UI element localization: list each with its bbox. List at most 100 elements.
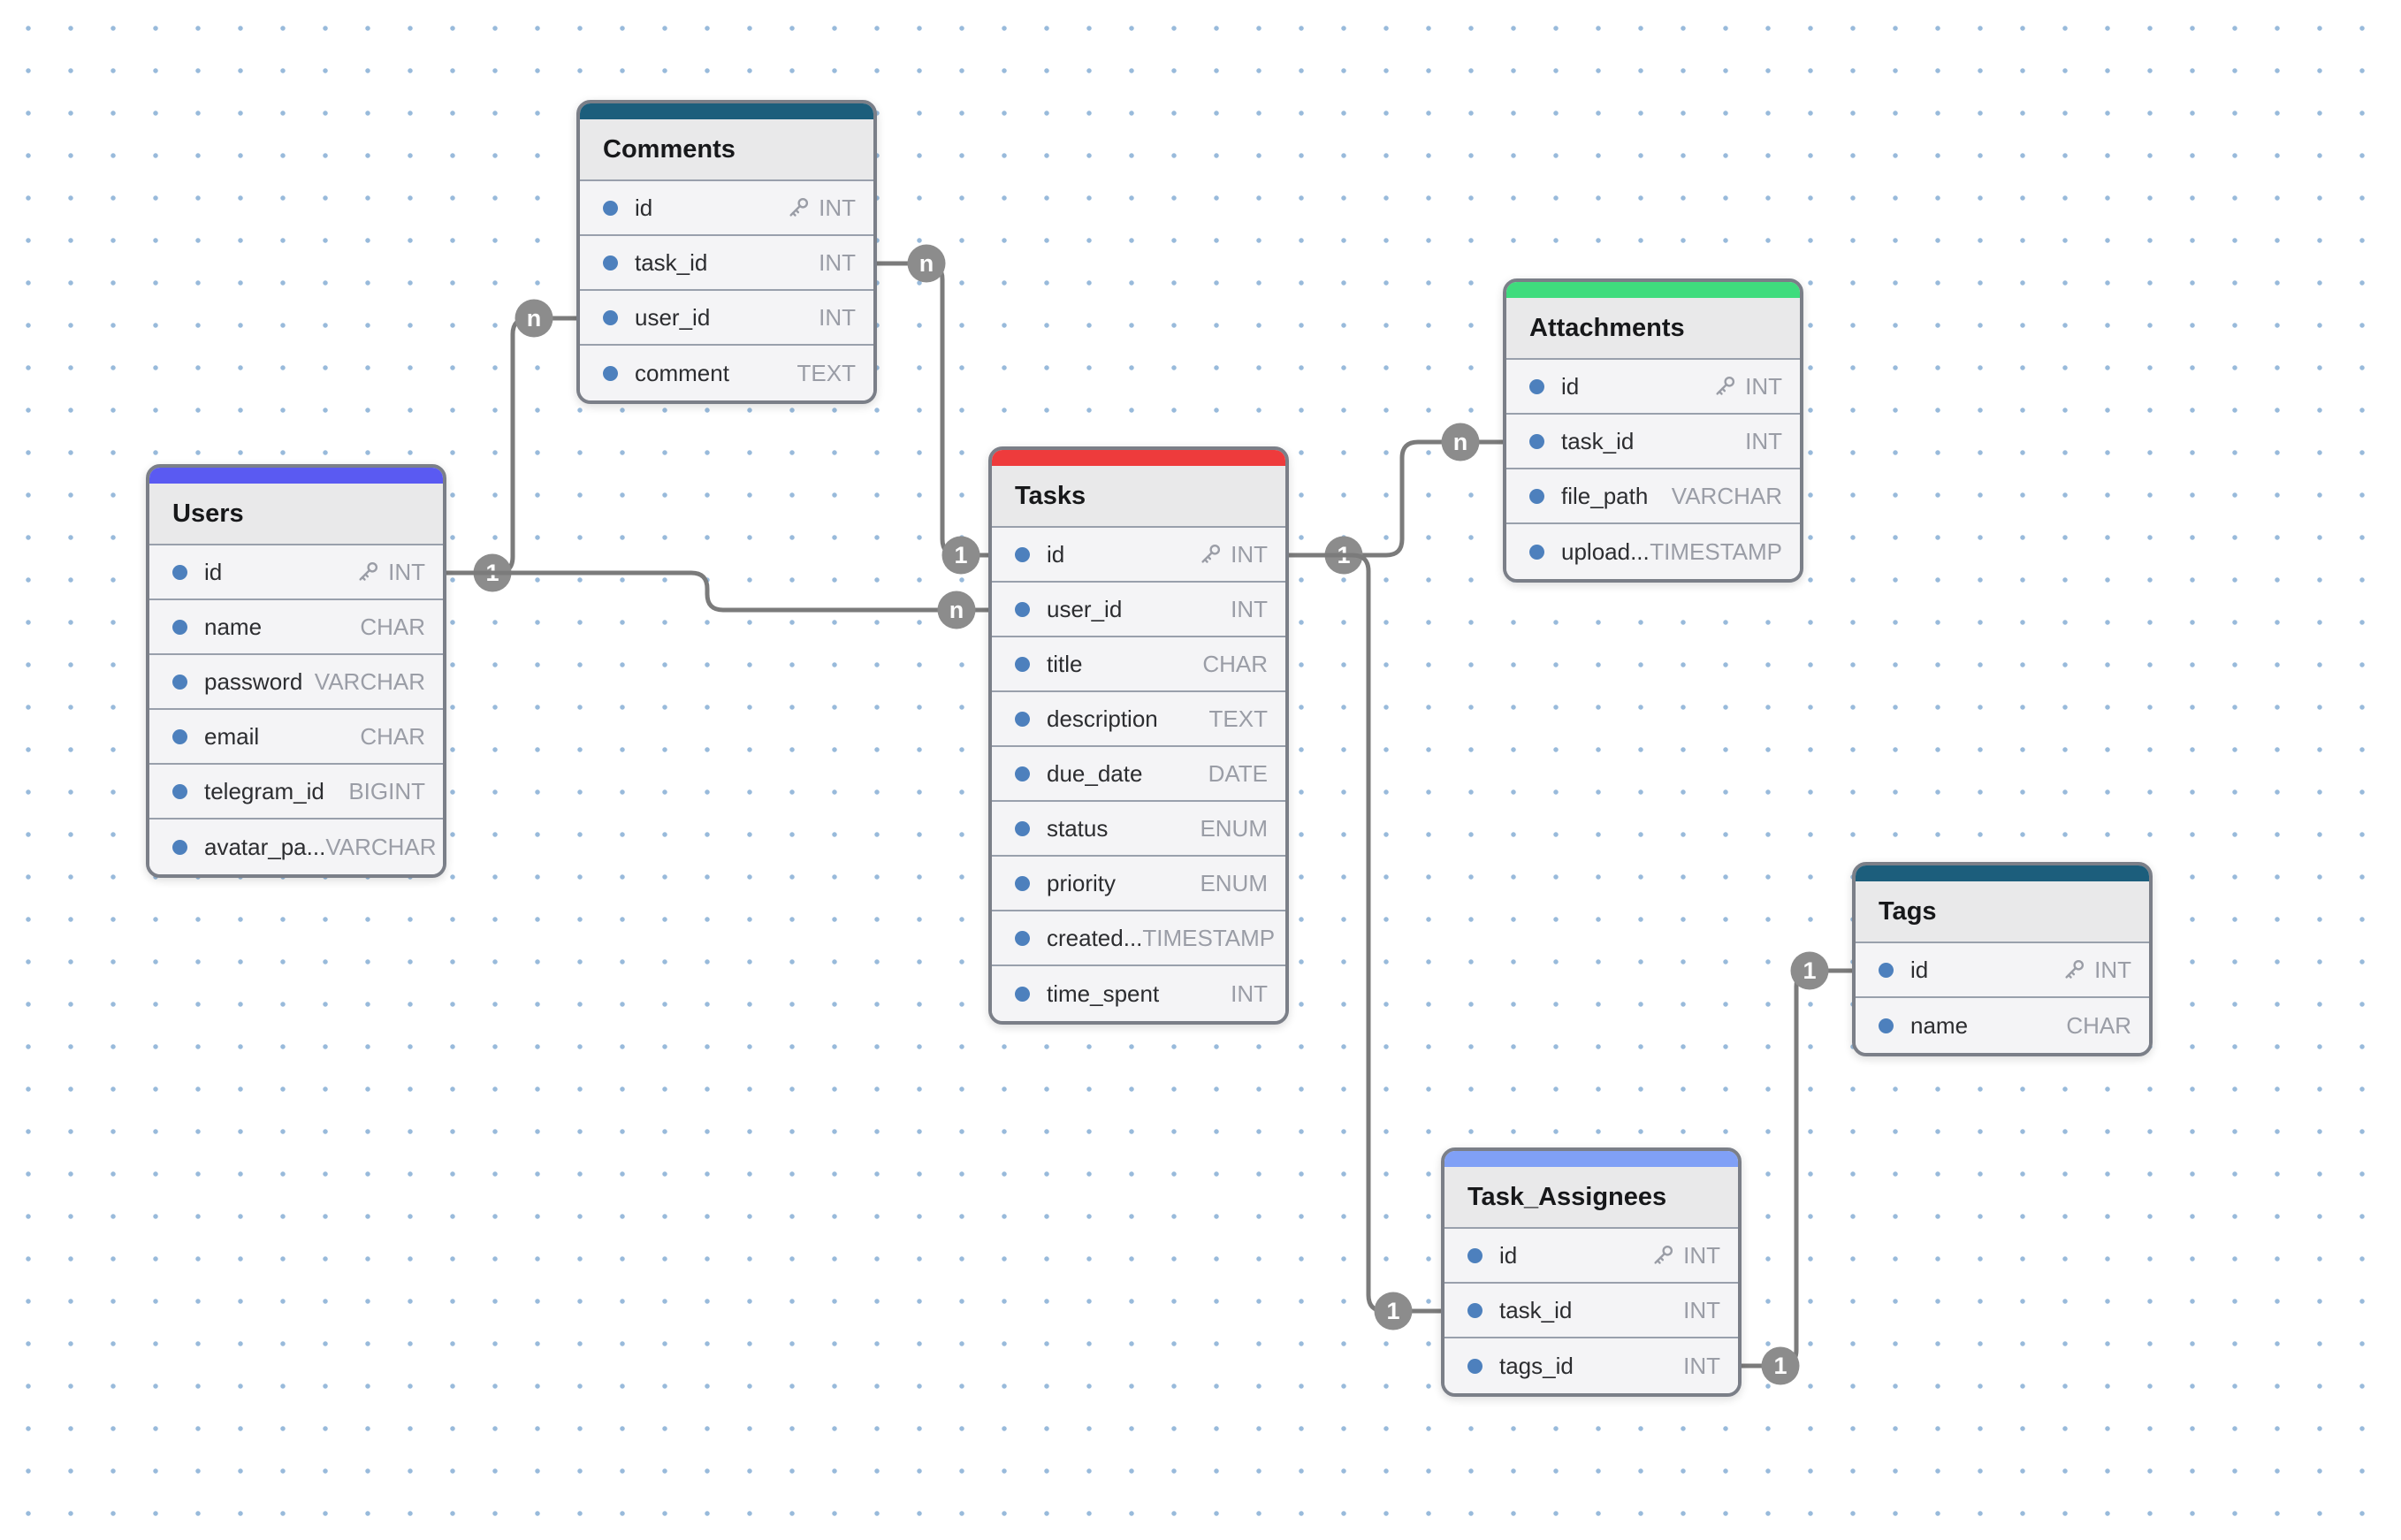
field-name: id xyxy=(1910,956,1929,983)
relationship-line[interactable] xyxy=(446,316,576,576)
field-dot-icon xyxy=(1015,820,1030,836)
field-dot-icon xyxy=(603,309,618,325)
relationship-tags-id--task_assignees-tags_id[interactable]: 11 xyxy=(1742,951,1852,1385)
cardinality-label: n xyxy=(527,305,542,332)
cardinality-badge[interactable]: 1 xyxy=(1374,1292,1413,1330)
table-title: Tags xyxy=(1879,896,1937,926)
field-type-wrap: INT xyxy=(1711,373,1782,400)
relationship-tasks-id--attachments-task_id[interactable]: 1n xyxy=(1289,423,1503,575)
field-row-comments-user_id[interactable]: user_id INT xyxy=(580,291,873,346)
field-type-wrap: INT xyxy=(1683,1297,1720,1324)
cardinality-label: n xyxy=(1453,429,1468,455)
field-dot-icon xyxy=(1015,546,1030,562)
field-name: title xyxy=(1047,650,1083,677)
relationship-tasks-id--task_assignees-task_id[interactable]: 1 xyxy=(1289,553,1441,1330)
field-row-attachments-upload[interactable]: upload...TIMESTAMP xyxy=(1506,524,1800,579)
field-type-wrap: VARCHAR xyxy=(1672,483,1782,510)
relationship-line[interactable] xyxy=(1742,968,1852,1368)
table-title: Users xyxy=(172,499,244,528)
cardinality-badge[interactable]: 1 xyxy=(941,536,980,575)
field-name: time_spent xyxy=(1047,980,1160,1007)
field-type-wrap: ENUM xyxy=(1200,815,1268,842)
cardinality-badge-circle xyxy=(1761,1346,1800,1385)
field-name: user_id xyxy=(635,303,711,331)
field-name: id xyxy=(1499,1241,1518,1269)
field-type-wrap: DATE xyxy=(1208,760,1268,788)
field-type-wrap: BIGINT xyxy=(348,778,425,805)
field-dot-icon xyxy=(172,619,187,635)
field-type: INT xyxy=(1231,595,1268,622)
relationship-line[interactable] xyxy=(877,261,988,558)
cardinality-badge-circle xyxy=(1374,1292,1413,1330)
cardinality-badge[interactable]: 1 xyxy=(1790,951,1829,990)
cardinality-label: 1 xyxy=(954,542,967,568)
field-type: INT xyxy=(819,194,856,221)
table-title-row[interactable]: Tasks xyxy=(992,466,1285,528)
field-type: CHAR xyxy=(2066,1011,2131,1039)
table-accent-bar xyxy=(580,103,873,119)
cardinality-badge-circle xyxy=(514,299,553,338)
table-title-row[interactable]: Task_Assignees xyxy=(1444,1167,1738,1229)
cardinality-badge[interactable]: n xyxy=(937,591,976,629)
field-row-comments-id[interactable]: id INT xyxy=(580,181,873,236)
cardinality-badge[interactable]: n xyxy=(907,244,946,283)
field-name: id xyxy=(635,194,653,221)
relationship-tasks-id--comments-task_id[interactable]: 1n xyxy=(877,244,988,575)
relationship-line[interactable] xyxy=(446,570,988,613)
primary-key-icon xyxy=(789,197,809,217)
table-title-row[interactable]: Users xyxy=(149,484,443,545)
relationship-users-id--comments-user_id[interactable]: 1n xyxy=(446,299,576,592)
field-name: upload... xyxy=(1561,537,1650,565)
relationship-users-id--tasks-user_id[interactable]: n xyxy=(446,570,988,629)
field-type: VARCHAR xyxy=(325,833,437,860)
field-dot-icon xyxy=(1015,601,1030,617)
cardinality-label: 1 xyxy=(1773,1353,1787,1379)
field-name: password xyxy=(204,667,303,695)
field-row-users-avatar_pa[interactable]: avatar_pa...VARCHAR xyxy=(149,820,443,874)
cardinality-badge[interactable]: 1 xyxy=(1761,1346,1800,1385)
relationship-line[interactable] xyxy=(1289,439,1503,558)
field-dot-icon xyxy=(1015,711,1030,727)
table-title-row[interactable]: Attachments xyxy=(1506,298,1800,360)
field-row-tasks-created[interactable]: created...TIMESTAMP xyxy=(992,911,1285,966)
field-dot-icon xyxy=(172,783,187,799)
field-name: id xyxy=(204,558,223,585)
field-type-wrap: INT xyxy=(819,304,856,332)
cardinality-badge[interactable]: n xyxy=(1441,423,1480,461)
relationship-line[interactable] xyxy=(1289,553,1441,1314)
table-title-row[interactable]: Comments xyxy=(580,119,873,181)
field-dot-icon xyxy=(1467,1302,1483,1318)
cardinality-badge[interactable]: n xyxy=(514,299,553,338)
table-title-row[interactable]: Tags xyxy=(1856,881,2149,943)
